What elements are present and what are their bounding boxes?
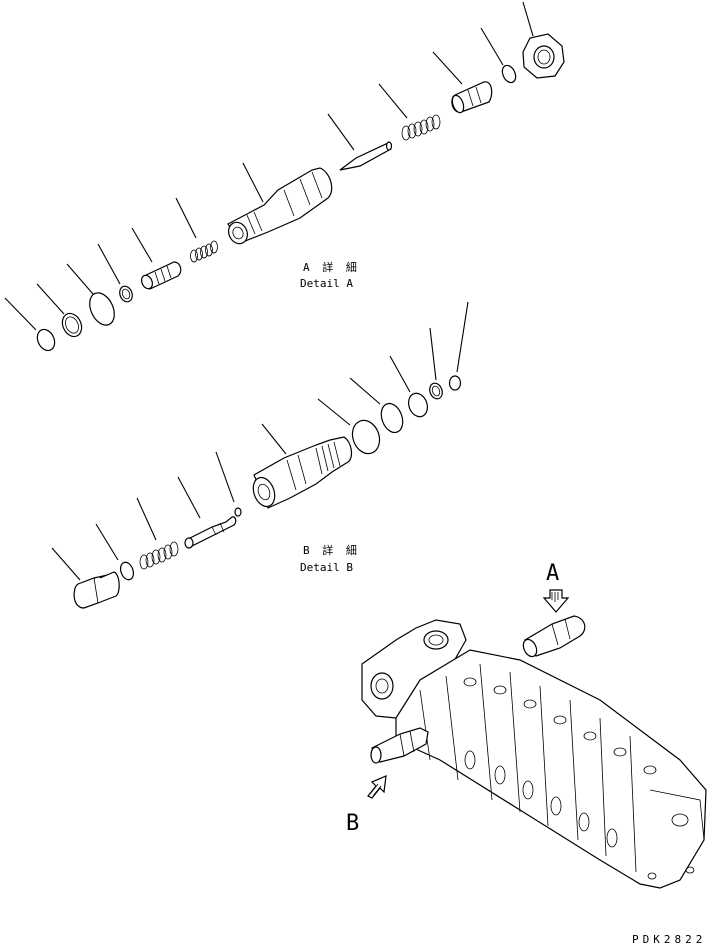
detail-a-oring-large xyxy=(66,263,115,326)
detail-a-spring xyxy=(378,83,441,141)
detail-b-group: B 詳 細 Detail B xyxy=(51,301,469,609)
relief-valve-a xyxy=(522,615,586,658)
detail-a-oring-small xyxy=(480,27,517,84)
detail-a-caption-jp: A 詳 細 xyxy=(303,260,360,274)
detail-b-ring-small xyxy=(448,301,469,391)
detail-a-caption-en: Detail A xyxy=(300,277,353,290)
detail-a-poppet-needle xyxy=(327,113,393,171)
arrow-a-label: A xyxy=(546,561,559,586)
control-valve-assembly: A xyxy=(346,561,707,889)
detail-b-plug xyxy=(51,547,120,609)
arrow-b-icon xyxy=(367,775,387,799)
detail-a-threaded-bushing xyxy=(131,227,182,290)
detail-a-hex-nut xyxy=(522,1,565,79)
detail-b-caption-en: Detail B xyxy=(300,561,353,574)
detail-b-oring-large xyxy=(317,398,381,455)
valve-stack-body xyxy=(395,649,707,889)
inlet-housing xyxy=(361,619,467,719)
arrow-a-icon xyxy=(542,589,570,613)
detail-b-spring xyxy=(136,497,179,570)
detail-a-sleeve-body xyxy=(227,162,333,245)
detail-a-group: A 詳 細 Detail A xyxy=(4,1,565,352)
detail-a-backup-ring xyxy=(36,283,83,338)
detail-b-ball xyxy=(215,451,242,517)
detail-a-ring-small xyxy=(97,243,133,303)
detail-a-piston-cap xyxy=(432,51,493,114)
detail-b-backup-ring xyxy=(429,327,443,400)
relief-valve-b xyxy=(370,727,429,764)
detail-a-spring-small xyxy=(175,197,218,263)
detail-b-oring-plug xyxy=(95,523,135,581)
detail-b-caption-jp: B 詳 細 xyxy=(303,543,360,557)
detail-b-oring xyxy=(349,377,404,434)
drawing-number: PDK2822 xyxy=(632,933,706,946)
detail-a-oring-thin xyxy=(4,297,56,352)
arrow-b-label: B xyxy=(346,811,359,836)
detail-b-plunger xyxy=(177,476,237,549)
detail-b-oring-medium xyxy=(389,355,429,418)
detail-b-valve-body xyxy=(252,423,353,509)
